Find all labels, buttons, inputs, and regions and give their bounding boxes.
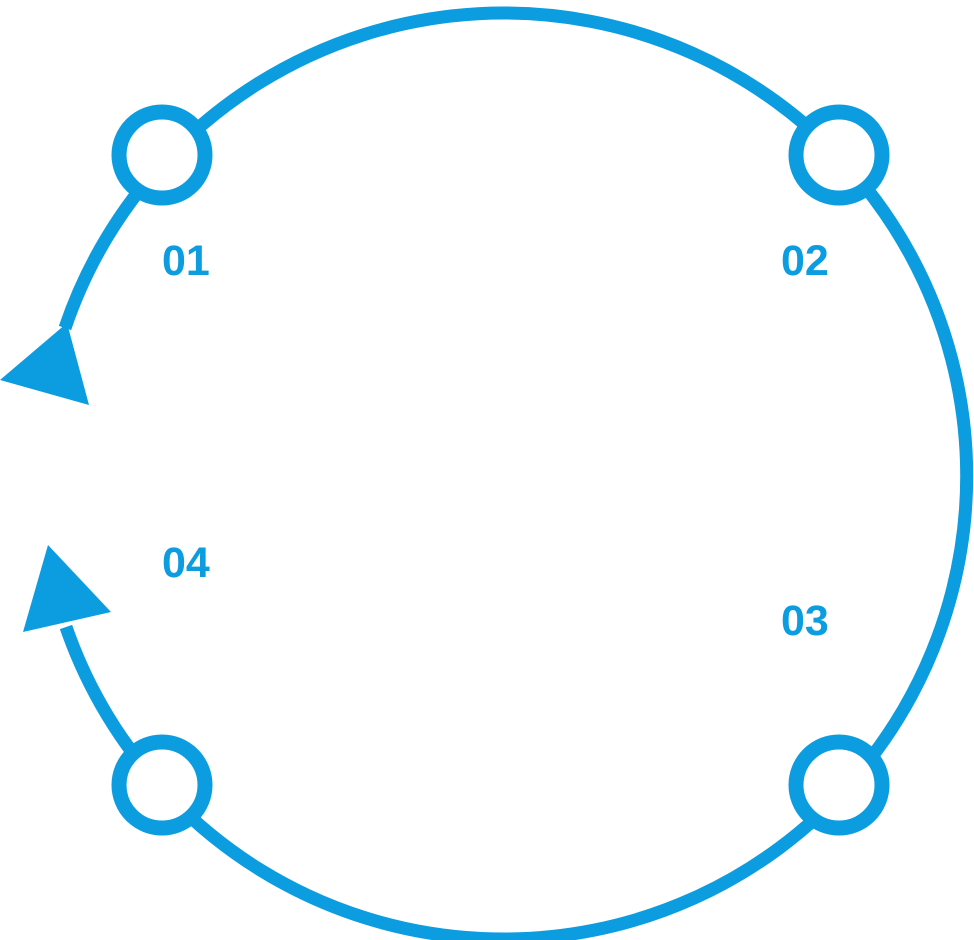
- cycle-arc: [58, 6, 974, 940]
- step-label-03: 03: [781, 597, 829, 645]
- step-node-01: [111, 104, 213, 206]
- step-label-01: 01: [162, 237, 210, 285]
- arrowhead-icon: [23, 545, 111, 632]
- step-node-02: [788, 104, 890, 206]
- step-label-04: 04: [162, 539, 210, 587]
- step-label-02: 02: [781, 237, 829, 285]
- step-node-03: [788, 734, 890, 836]
- arrowhead-icon: [0, 323, 89, 405]
- step-node-04: [111, 734, 213, 836]
